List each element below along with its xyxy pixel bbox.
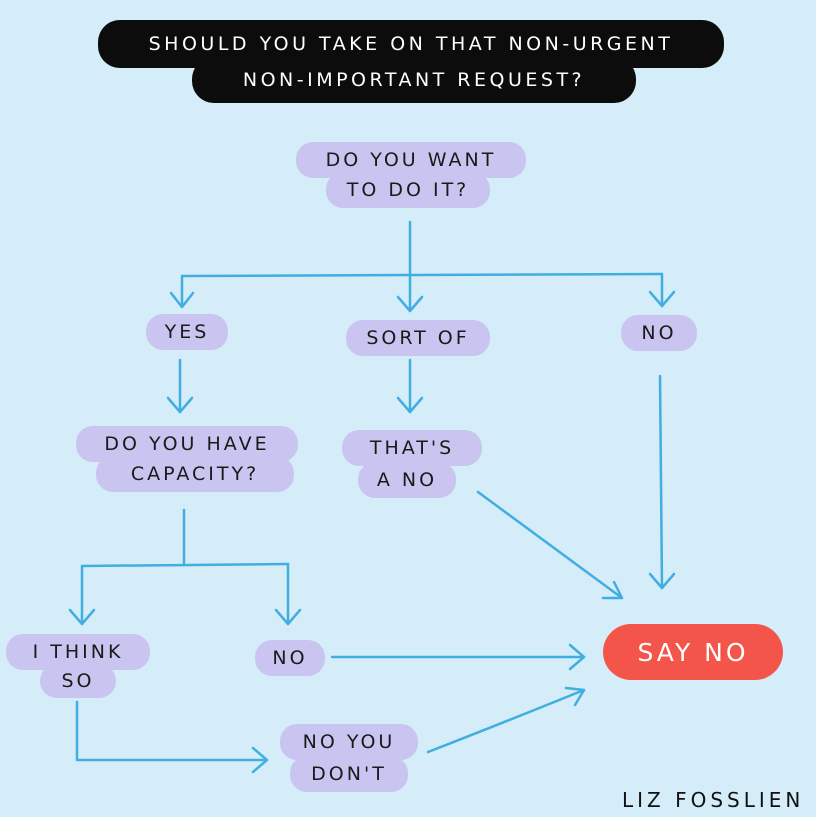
connector-notop-sayno (658, 374, 664, 590)
arrowhead-thatsno (396, 396, 424, 414)
node-no-top: NO (621, 315, 697, 351)
node-thats-no-line-2: A NO (358, 462, 456, 498)
arrowhead-sort-of (396, 295, 424, 313)
node-yes: YES (146, 314, 228, 350)
arrowhead-sayno-bottom (564, 686, 586, 707)
arrowhead-yes (169, 291, 195, 309)
connector-top-bar (180, 272, 664, 278)
node-no-mid: NO (255, 640, 325, 676)
node-say-no: SAY NO (603, 624, 783, 680)
arrowhead-sayno-diag (601, 580, 624, 600)
arrowhead-no-top (648, 290, 676, 308)
node-sort-of: SORT OF (346, 320, 490, 356)
node-no-you-dont-line-1: NO YOU (280, 724, 418, 760)
connector-noyoudont-sayno (426, 688, 586, 754)
arrowhead-capacity (166, 396, 194, 414)
node-no-you-dont-line-2: DON'T (290, 756, 408, 792)
arrowhead-sayno-mid (568, 643, 586, 671)
arrowhead-sayno-top (648, 572, 676, 590)
arrowhead-ithinkso (68, 608, 96, 626)
author-credit: LIZ FOSSLIEN (622, 788, 805, 812)
arrowhead-no-mid (274, 608, 302, 626)
connector-capacity-bar (80, 562, 290, 568)
connector-thatsno-sayno (476, 490, 624, 600)
node-want-line-2: TO DO IT? (326, 172, 490, 208)
node-i-think-so-line-2: SO (40, 664, 116, 698)
node-i-think-so-line-1: I THINK (6, 634, 150, 670)
node-capacity-line-2: CAPACITY? (96, 456, 294, 492)
connector-ithinkso-down (75, 700, 268, 762)
arrowhead-noyoudont (251, 746, 269, 774)
node-thats-no-line-1: THAT'S (342, 430, 482, 466)
title-line-2: NON-IMPORTANT REQUEST? (192, 57, 636, 103)
